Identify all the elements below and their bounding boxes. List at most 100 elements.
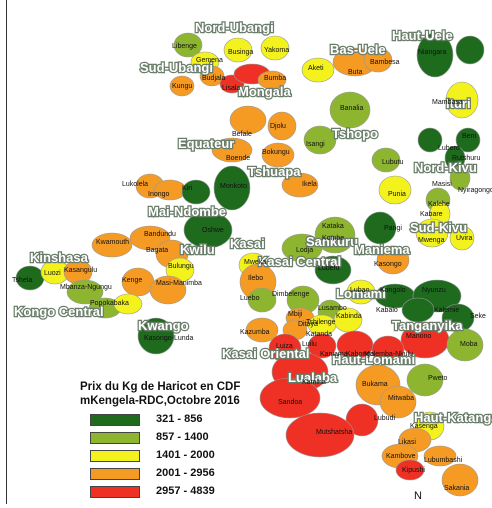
territory-region <box>307 333 337 359</box>
legend-label: 1401 - 2000 <box>156 449 215 461</box>
territory-label: Kipushi <box>402 467 425 474</box>
province-label: Kasai <box>230 236 265 251</box>
province-label: Ituri <box>446 96 471 111</box>
territory-region <box>169 75 195 97</box>
province-label: Tshopo <box>332 126 378 141</box>
territory-label: Masi-Manimba <box>156 280 202 287</box>
territory-region <box>137 317 175 355</box>
territory-label: Inongo <box>148 191 170 198</box>
territory-region <box>91 232 133 258</box>
territory-region <box>406 363 444 397</box>
territory-label: Manono <box>406 333 431 340</box>
territory-region <box>446 328 484 362</box>
territory-region <box>415 218 449 248</box>
territory-region <box>314 255 352 285</box>
legend-swatch <box>90 450 140 462</box>
territory-label: Lusambo <box>318 305 347 312</box>
territory-label: Aketi <box>308 65 324 72</box>
territory-label: Lubero <box>438 145 460 152</box>
territory-label: Seke <box>470 313 486 320</box>
territory-region <box>423 445 457 467</box>
territory-label: Nyiragongo <box>458 187 492 194</box>
territory-label: Ikela <box>302 181 317 188</box>
territory-region <box>113 293 143 315</box>
territory-label: Nyunzu <box>422 287 446 294</box>
territory-label: Lukolela <box>122 181 148 188</box>
territory-label: Kataka <box>322 223 344 230</box>
territory-label: Bagata <box>146 247 168 254</box>
province-label: Tanganyika <box>392 318 463 333</box>
province-label: Tshuapa <box>248 164 301 179</box>
legend-label: 321 - 856 <box>156 413 203 425</box>
territory-region <box>416 32 454 78</box>
territory-region <box>363 211 397 245</box>
territory-region <box>260 35 290 61</box>
territory-label: Businga <box>228 49 253 56</box>
territory-region <box>149 275 187 305</box>
legend-title-line1: Prix du Kg de Haricot en CDF <box>80 381 241 393</box>
territory-label: Mitwaba <box>388 395 414 402</box>
province-label: Sud-Ubangi <box>140 60 213 75</box>
territory-label: Kiri <box>182 185 193 192</box>
territory-label: Pweto <box>428 375 448 382</box>
territory-region <box>401 297 435 323</box>
territory-label: Mbanza-Ngungu <box>60 284 112 291</box>
province-label: Lualaba <box>288 370 338 385</box>
territory-label: Monkoto <box>220 183 247 190</box>
territory-region <box>281 172 319 198</box>
territory-label: Mweka <box>244 259 266 266</box>
territory-label: Kaniama <box>320 351 348 358</box>
territory-label: Kasangulu <box>64 267 97 274</box>
territory-region <box>314 216 356 254</box>
territory-label: Lubao <box>350 287 370 294</box>
province-label: Kwilu <box>180 242 215 257</box>
territory-region <box>449 165 471 191</box>
territory-label: Yakoma <box>264 47 289 54</box>
territory-label: Boende <box>226 155 250 162</box>
territory-region <box>281 233 323 263</box>
territory-label: Rutshuru <box>452 155 481 162</box>
legend-title-line2: mKengela-RDC,Octobre 2016 <box>80 395 240 407</box>
territory-label: Mbiji <box>288 311 303 318</box>
territory-label: Bokungu <box>262 149 290 156</box>
territory-label: Kongolo <box>380 287 406 294</box>
territory-label: Mutshatsha <box>316 429 352 436</box>
territory-label: Kalemie <box>434 307 459 314</box>
territory-label: Kasongo <box>374 261 402 268</box>
territory-region <box>199 65 225 87</box>
territory-region <box>267 111 297 141</box>
territory-label: Katanda <box>306 331 332 338</box>
legend-swatch <box>90 468 140 480</box>
territory-region <box>285 412 355 458</box>
territory-label: Kabongo <box>346 351 374 358</box>
territory-label: Luozi <box>44 270 61 277</box>
territory-label: Kabalo <box>376 307 398 314</box>
territory-region <box>129 225 171 251</box>
territory-label: Kambove <box>386 453 416 460</box>
territory-label: Bambesa <box>370 59 400 66</box>
territory-region <box>371 335 405 365</box>
territory-label: Dimbelenge <box>272 291 309 298</box>
territory-label: Lodja <box>296 247 313 254</box>
territory-label: Sandoa <box>278 399 302 406</box>
territory-region <box>247 287 277 313</box>
territory-label: Likasi <box>398 439 416 446</box>
territory-label: Lubefu <box>318 265 340 272</box>
territory-region <box>261 142 295 168</box>
territory-region <box>445 81 479 119</box>
territory-label: Beni <box>462 133 476 140</box>
territory-region <box>378 175 412 205</box>
territory-region <box>345 403 379 437</box>
territory-region <box>173 32 203 58</box>
territory-label: Lubudi <box>374 415 395 422</box>
province-label: Mai-Ndombe <box>148 204 226 219</box>
territory-label: Tshela <box>12 277 32 284</box>
territory-region <box>211 137 253 163</box>
territory-label: Punia <box>388 191 406 198</box>
territory-label: Kalehe <box>428 201 450 208</box>
territory-region <box>229 105 267 135</box>
territory-region <box>455 127 481 153</box>
territory-label: Oshwe <box>202 227 224 234</box>
legend-label: 2001 - 2956 <box>156 467 215 479</box>
